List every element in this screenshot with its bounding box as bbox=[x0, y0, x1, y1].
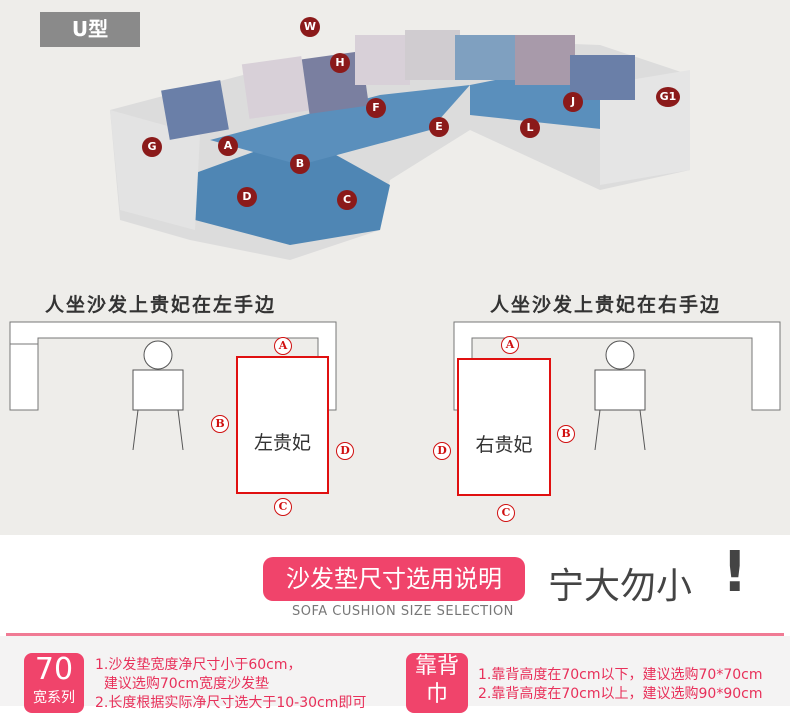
back-badge-line2: 巾 bbox=[425, 682, 448, 707]
back-tip-2: 2.靠背高度在70cm以上，建议选购90*90cm bbox=[478, 686, 763, 702]
marker-b: B bbox=[290, 154, 310, 174]
marker-j: J bbox=[563, 92, 583, 112]
width-tip-2: 建议选购70cm宽度沙发垫 bbox=[95, 676, 270, 692]
section-title: 沙发垫尺寸选用说明 bbox=[263, 557, 525, 601]
divider-line bbox=[6, 633, 784, 636]
right-sofa-outline bbox=[453, 321, 781, 451]
left-sofa-outline bbox=[9, 321, 337, 451]
marker-d: D bbox=[237, 187, 257, 207]
right-marker-d: D bbox=[433, 442, 451, 460]
width-number: 70 bbox=[34, 652, 74, 687]
left-chaise-label: 左贵妃 bbox=[253, 432, 311, 454]
tips-panel bbox=[0, 636, 790, 706]
section-subtitle: SOFA CUSHION SIZE SELECTION bbox=[292, 604, 514, 619]
width-series-badge: 70 宽系列 bbox=[24, 653, 84, 713]
marker-a: A bbox=[218, 136, 238, 156]
marker-c: C bbox=[337, 190, 357, 210]
left-marker-b: B bbox=[211, 415, 229, 433]
right-chaise: 右贵妃 bbox=[457, 358, 551, 496]
marker-e: E bbox=[429, 117, 449, 137]
marker-h: H bbox=[330, 53, 350, 73]
left-marker-d: D bbox=[336, 442, 354, 460]
width-tip-1: 1.沙发垫宽度净尺寸小于60cm， bbox=[95, 657, 302, 673]
marker-g: G bbox=[142, 137, 162, 157]
right-marker-c: C bbox=[497, 504, 515, 522]
slogan: 宁大勿小 bbox=[548, 566, 693, 607]
left-chaise: 左贵妃 bbox=[236, 356, 329, 494]
left-caption: 人坐沙发上贵妃在左手边 bbox=[45, 294, 277, 316]
back-tips: 1.靠背高度在70cm以下，建议选购70*70cm 2.靠背高度在70cm以上，建… bbox=[478, 666, 762, 704]
marker-l: L bbox=[520, 118, 540, 138]
u-type-tag: U型 bbox=[40, 12, 140, 47]
width-label: 宽系列 bbox=[33, 690, 75, 706]
sofa-illustration bbox=[110, 30, 690, 260]
back-badge-line1: 靠背 bbox=[414, 654, 459, 679]
left-marker-c: C bbox=[274, 498, 292, 516]
right-marker-b: B bbox=[557, 425, 575, 443]
marker-g1: G1 bbox=[656, 87, 680, 107]
back-tip-1: 1.靠背高度在70cm以下，建议选购70*70cm bbox=[478, 667, 763, 683]
width-tip-3: 2.长度根据实际净尺寸选大于10-30cm即可 bbox=[95, 695, 367, 711]
marker-f: F bbox=[366, 98, 386, 118]
back-cushion-badge: 靠背 巾 bbox=[406, 653, 468, 713]
right-caption: 人坐沙发上贵妃在右手边 bbox=[490, 294, 722, 316]
slogan-exclaim: ! bbox=[722, 540, 748, 605]
width-tips: 1.沙发垫宽度净尺寸小于60cm， 建议选购70cm宽度沙发垫 2.长度根据实际净… bbox=[95, 656, 366, 713]
right-chaise-label: 右贵妃 bbox=[475, 434, 533, 456]
right-marker-a: A bbox=[501, 336, 519, 354]
left-marker-a: A bbox=[274, 337, 292, 355]
marker-w: W bbox=[300, 17, 320, 37]
